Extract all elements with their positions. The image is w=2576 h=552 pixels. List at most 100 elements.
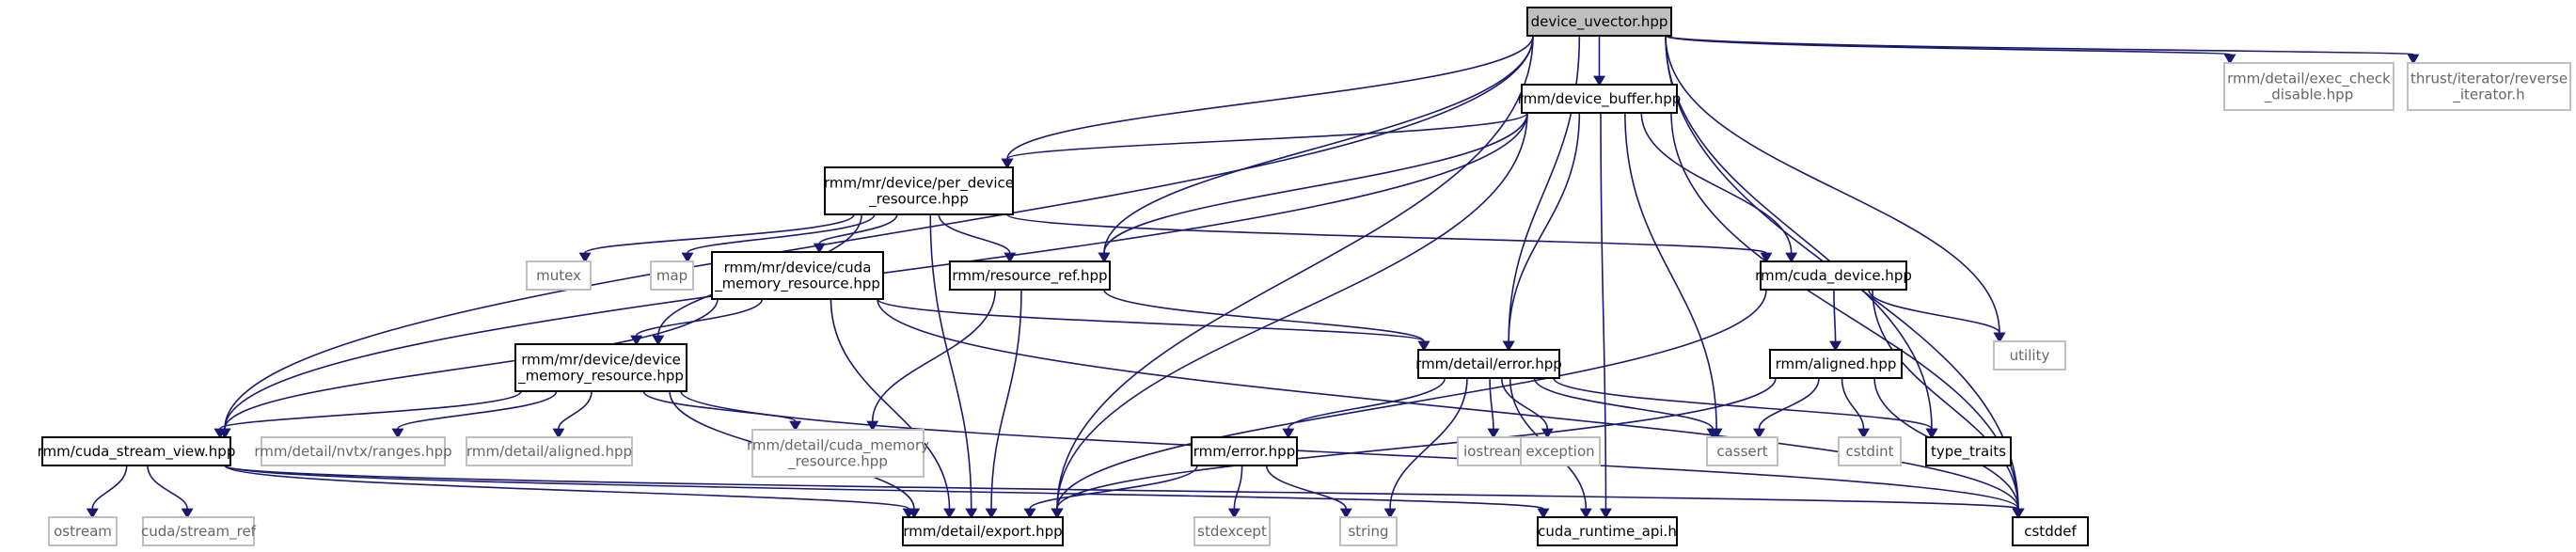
node-box [1339,516,1398,546]
edge-root-to-per-device [1001,35,1534,169]
node-label: rmm/mr/device/per_device [824,175,1014,193]
edge-cuda-stream-view-to-stream-ref [147,465,194,519]
arrowhead [813,243,826,254]
node-cstddef[interactable]: cstddef [2012,516,2089,546]
node-device-mr[interactable]: rmm/mr/device/device_memory_resource.hpp [514,343,687,392]
edge-aligned-to-export [1051,377,1777,519]
node-label: stdexcept [1197,523,1267,540]
node-label: rmm/error.hpp [1193,443,1295,460]
node-label: _resource.hpp [868,191,969,209]
node-label: rmm/aligned.hpp [1776,355,1897,372]
node-box [902,516,1064,546]
edge-per-device-to-map [681,213,876,263]
node-cuda-stream-view[interactable]: rmm/cuda_stream_view.hpp [38,436,236,466]
node-thrust-rev: thrust/iterator/reverse_iterator.h [2407,62,2571,111]
node-ostream: ostream [48,516,118,546]
node-label: rmm/mr/device/cuda [724,260,872,276]
edge-resource-ref-to-detail-error [1103,289,1430,352]
edge-cuda-device-to-aligned [1829,289,1842,352]
node-stdexcept: stdexcept [1193,516,1271,546]
node-cassert: cassert [1706,436,1778,466]
edge-cuda-device-to-cstddef [1872,289,2025,519]
node-label: rmm/cuda_device.hpp [1755,267,1912,285]
arrowhead [578,252,592,263]
edge-aligned-to-cstdint [1841,377,1871,439]
nodes-layer: device_uvector.hpprmm/device_buffer.hppr… [38,7,2571,546]
edge-device-mr-to-cuda-stream-view [213,390,522,439]
node-box [650,260,694,291]
node-exception: exception [1520,436,1601,466]
node-aligned[interactable]: rmm/aligned.hpp [1769,349,1903,379]
node-label: map [656,267,687,284]
node-utility: utility [1993,340,2066,371]
arrowhead [1785,252,1798,263]
edge-device-buffer-to-detail-error [1502,112,1581,352]
arrowhead [965,508,978,519]
edge-root-to-thrust-rev [1665,35,2420,65]
edge-aligned-to-cassert [1752,377,1820,439]
node-cuda-device[interactable]: rmm/cuda_device.hpp [1755,260,1912,291]
arrowhead [1339,508,1352,519]
node-label: ostream [54,523,112,540]
node-string: string [1339,516,1398,546]
node-cuda-runtime[interactable]: cuda_runtime_api.h [1537,516,1678,546]
node-nvtx: rmm/detail/nvtx/ranges.hpp [254,436,452,466]
edge-device-mr-to-detail-aligned [552,390,593,439]
node-label: rmm/resource_ref.hpp [952,267,1107,285]
node-box [261,436,446,466]
edge-cuda-mr-to-cstddef [877,298,2025,519]
node-box [1191,436,1298,466]
node-label: string [1348,523,1388,540]
node-box [1193,516,1271,546]
node-detail-error[interactable]: rmm/detail/error.hpp [1415,349,1562,379]
node-box [1521,84,1678,114]
node-exec-check: rmm/detail/exec_check_disable.hpp [2223,62,2394,111]
arrowhead [789,420,802,432]
arrowhead [1051,508,1064,519]
arrowhead [1829,340,1842,352]
node-map: map [650,260,694,291]
edge-detail-error-to-type-traits [1553,377,1938,439]
node-box [41,436,231,466]
node-label: rmm/device_buffer.hpp [1518,90,1682,108]
node-label: cuda/stream_ref [141,523,257,541]
node-box [526,260,592,291]
arrowhead [1537,508,1550,519]
node-device-buffer[interactable]: rmm/device_buffer.hpp [1518,84,1682,114]
node-box [48,516,118,546]
node-label: cstddef [2024,523,2077,540]
node-box [751,429,925,478]
edge-resource-ref-to-export [985,289,1022,519]
node-label: utility [2010,347,2050,364]
node-box [142,516,255,546]
node-resource-ref[interactable]: rmm/resource_ref.hpp [949,260,1111,291]
node-export[interactable]: rmm/detail/export.hpp [902,516,1064,546]
edge-per-device-to-cuda-mr [813,213,898,254]
arrowhead [1925,428,1938,439]
edge-root-to-detail-error [1502,35,1581,352]
node-box [1457,436,1532,466]
node-stream-ref: cuda/stream_ref [141,516,257,546]
node-box [1925,436,2012,466]
node-per-device[interactable]: rmm/mr/device/per_device_resource.hpp [824,166,1014,215]
node-detail-cuda-mr: rmm/detail/cuda_memory_resource.hpp [747,429,929,478]
node-type-traits[interactable]: type_traits [1925,436,2012,466]
edge-device-buffer-to-resource-ref [1098,112,1528,263]
arrowhead [902,508,915,519]
edge-per-device-to-export [929,213,978,519]
node-rmm-error[interactable]: rmm/error.hpp [1191,436,1298,466]
node-box [1417,349,1560,379]
edge-per-device-to-resource-ref [938,213,1017,263]
arrowhead [1383,508,1397,519]
arrowhead [2223,54,2236,65]
node-box [1760,260,1907,291]
node-box [824,166,1014,215]
node-cuda-mr[interactable]: rmm/mr/device/cuda_memory_resource.hpp [711,251,884,300]
node-box [1838,436,1902,466]
arrowhead [1993,332,2006,343]
node-label: mutex [536,267,581,284]
arrowhead [1098,252,1111,263]
node-root[interactable]: device_uvector.hpp [1526,7,1672,37]
node-box [1520,436,1601,466]
node-mutex: mutex [526,260,592,291]
